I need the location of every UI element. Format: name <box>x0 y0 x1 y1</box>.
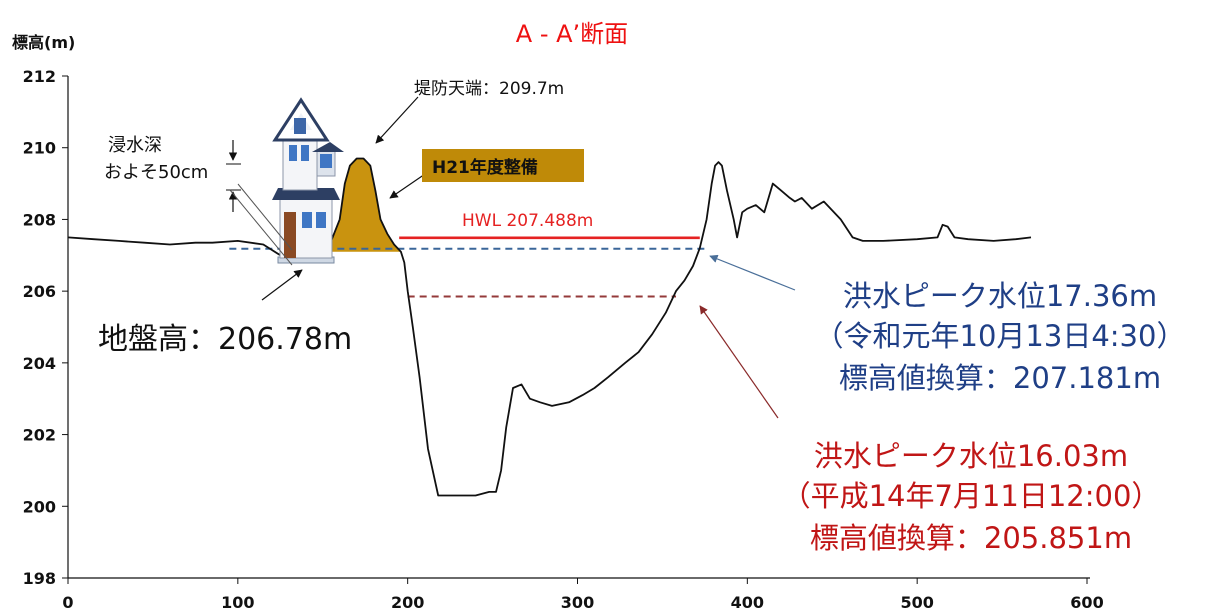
levee-embankment <box>331 158 405 252</box>
peak-2002-label-line3: 標高値換算：205.851m <box>810 521 1132 555</box>
hwl-label: HWL 207.488m <box>462 211 593 231</box>
water-level-lines <box>229 236 705 298</box>
y-tick-label: 202 <box>23 426 56 445</box>
series-line-ground-profile <box>67 157 1032 497</box>
peak-2002-arrow <box>699 305 779 419</box>
peak-2002-label-line2: （平成14年7月11日12:00） <box>782 479 1161 513</box>
axis-ticks: 0 100 200 300 400 500 600 198 200 202 204 206 208 210… <box>23 67 1104 612</box>
x-tick-label: 300 <box>561 593 594 612</box>
flood-depth-label-line2: およそ50cm <box>104 162 208 183</box>
y-tick-label: 200 <box>23 497 56 516</box>
y-tick-label: 210 <box>23 139 56 158</box>
levee-top-arrow <box>375 96 419 144</box>
house-icon <box>272 97 344 264</box>
x-tick-label: 100 <box>221 593 254 612</box>
peak-2002-label-line1: 洪水ピーク水位16.03m <box>814 439 1128 473</box>
x-tick-label: 600 <box>1070 593 1103 612</box>
ground-height-arrow <box>261 269 303 301</box>
y-tick-label: 198 <box>23 569 56 588</box>
peak-2019-label-line1: 洪水ピーク水位17.36m <box>843 279 1157 313</box>
x-tick-label: 0 <box>62 593 73 612</box>
peak-2019-label-line3: 標高値換算：207.181m <box>839 361 1161 395</box>
y-tick-label: 208 <box>23 210 56 229</box>
x-tick-label: 200 <box>391 593 424 612</box>
peak-2019-arrow <box>709 254 796 291</box>
ground-height-label: 地盤高：206.78m <box>98 322 352 357</box>
x-tick-label: 400 <box>731 593 764 612</box>
flood-depth-label-line1: 浸水深 <box>108 135 162 156</box>
flood-depth-marker <box>226 140 293 266</box>
peak-2019-label-line2: （令和元年10月13日4:30） <box>815 319 1186 353</box>
levee-top-label: 堤防天端：209.7m <box>414 79 564 99</box>
chart-title: A - A’断面 <box>516 20 628 48</box>
improvement-arrow <box>389 171 429 199</box>
y-axis-label: 標高(m) <box>12 33 75 52</box>
y-tick-label: 212 <box>23 67 56 86</box>
improvement-box <box>422 149 584 182</box>
x-tick-label: 500 <box>900 593 933 612</box>
y-tick-label: 204 <box>23 354 56 373</box>
y-tick-label: 206 <box>23 282 56 301</box>
improvement-label: H21年度整備 <box>432 157 538 178</box>
